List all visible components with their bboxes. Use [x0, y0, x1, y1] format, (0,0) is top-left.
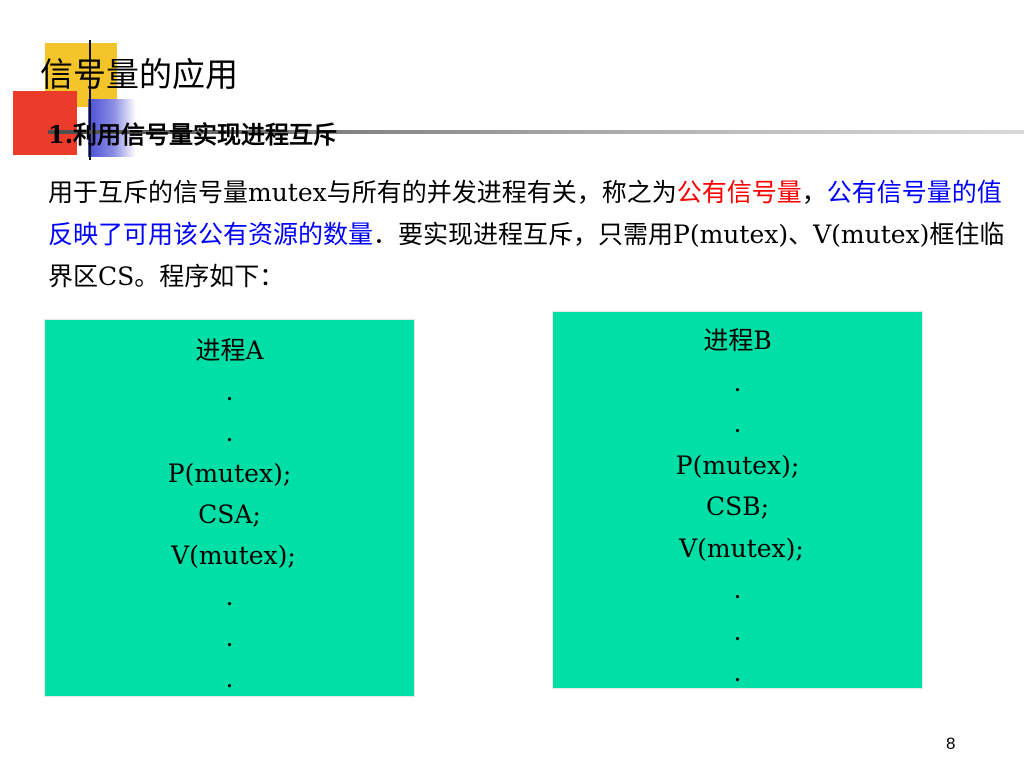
- section-subtitle: 1.利用信号量实现进程互斥: [48, 120, 338, 149]
- process-b-box: 进程B . . P(mutex); CSB; V(mutex); . . .: [552, 311, 923, 689]
- process-b-line: .: [733, 575, 742, 604]
- highlight-public-semaphore: 公有信号量: [676, 178, 802, 207]
- process-a-title: 进程A: [195, 336, 264, 365]
- title-underline: [48, 130, 1024, 134]
- highlight-semaphore-value: 公有信号量的值反映了可用该公有资源的数量: [48, 178, 1002, 249]
- process-b-v-op: V(mutex);: [671, 533, 804, 563]
- paragraph-text-1: 用于互斥的信号量mutex与所有的并发进程有关，称之为: [48, 178, 677, 207]
- process-b-title: 进程B: [703, 326, 772, 355]
- process-a-line: .: [225, 582, 234, 611]
- process-b-line: .: [733, 409, 742, 438]
- process-a-box: 进程A . . P(mutex); CSA; V(mutex); . . .: [44, 319, 415, 697]
- slide-title: 信号量的应用: [40, 55, 238, 94]
- process-b-line: .: [733, 616, 742, 646]
- process-a-v-op: V(mutex);: [163, 541, 296, 570]
- process-a-p-op: P(mutex);: [167, 459, 292, 488]
- body-paragraph: 用于互斥的信号量mutex与所有的并发进程有关，称之为公有信号量，公有信号量的值…: [48, 172, 1018, 298]
- decor-vertical-line: [89, 40, 91, 160]
- process-a-line: .: [225, 418, 234, 447]
- paragraph-text-2: ．要实现进程互斥，只需用P(mutex)、V(mutex)框住临界区CS。程序如…: [48, 220, 1005, 291]
- decor-blue-square: [88, 99, 136, 157]
- decor-red-square: [13, 91, 77, 155]
- process-a-critical-section: CSA;: [198, 500, 261, 529]
- process-a-line: .: [225, 377, 234, 406]
- page-number: 8: [946, 734, 956, 753]
- process-b-line: .: [733, 367, 742, 397]
- process-a-line: .: [225, 664, 234, 693]
- process-a-line: .: [225, 623, 234, 652]
- paragraph-comma: ，: [801, 178, 827, 207]
- process-b-critical-section: CSB;: [705, 492, 770, 521]
- process-b-line: .: [733, 658, 742, 687]
- process-b-p-op: P(mutex);: [675, 450, 800, 480]
